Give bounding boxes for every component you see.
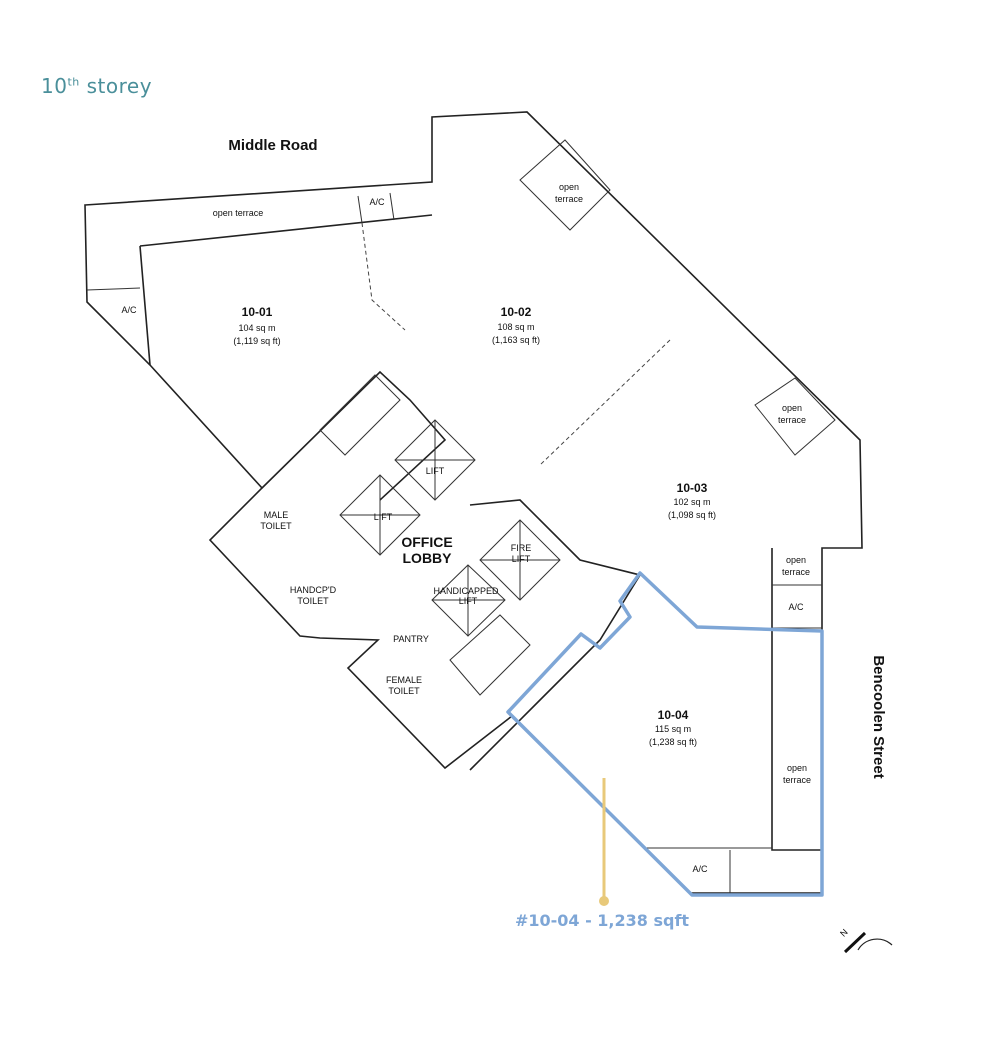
svg-text:terrace: terrace [555, 194, 583, 204]
open-terrace-ne-label: open terrace [555, 182, 583, 204]
svg-text:N: N [838, 927, 850, 939]
svg-text:10-01: 10-01 [242, 305, 273, 319]
svg-text:LOBBY: LOBBY [403, 550, 453, 566]
unit-10-02[interactable]: 10-02 108 sq m (1,163 sq ft) [492, 305, 540, 345]
north-arrow-icon: N [838, 927, 893, 954]
svg-text:TOILET: TOILET [388, 686, 420, 696]
pantry-label: PANTRY [393, 634, 429, 644]
terrace-e [754, 377, 836, 456]
svg-text:terrace: terrace [778, 415, 806, 425]
handicapped-lift [431, 564, 506, 637]
road-middle: Middle Road [228, 137, 317, 154]
svg-text:terrace: terrace [782, 567, 810, 577]
floor-title: 10th storey [41, 74, 153, 98]
terrace-ne [519, 139, 611, 231]
svg-text:10-02: 10-02 [501, 305, 532, 319]
open-terrace-bencoolen-label: open terrace [783, 763, 811, 785]
open-terrace-se-label: open terrace [782, 555, 810, 577]
svg-text:open: open [787, 763, 807, 773]
svg-text:open: open [786, 555, 806, 565]
svg-text:HANDCP'D: HANDCP'D [290, 585, 337, 595]
building-outline [84, 111, 863, 894]
ac-label: A/C [788, 602, 804, 612]
unit-10-04-outline[interactable] [506, 571, 824, 897]
road-bencoolen: Bencoolen Street [870, 655, 887, 778]
unit-10-01[interactable]: 10-01 104 sq m (1,119 sq ft) [233, 305, 280, 346]
svg-text:TOILET: TOILET [260, 521, 292, 531]
lift-1 [394, 419, 476, 501]
lift-2 [339, 474, 421, 556]
svg-text:TOILET: TOILET [297, 596, 329, 606]
stairs-1 [319, 374, 401, 456]
core-wall [261, 370, 447, 501]
svg-text:open: open [559, 182, 579, 192]
svg-text:(1,163 sq ft): (1,163 sq ft) [492, 335, 540, 345]
svg-text:(1,119 sq ft): (1,119 sq ft) [233, 336, 280, 346]
svg-text:FEMALE: FEMALE [386, 675, 422, 685]
lift-label: LIFT [374, 512, 393, 522]
ac-label: A/C [369, 197, 385, 207]
open-terrace-north: open terrace [213, 208, 264, 218]
svg-text:(1,238 sq ft): (1,238 sq ft) [649, 737, 697, 747]
svg-text:OFFICE: OFFICE [401, 534, 452, 550]
ac-label: A/C [692, 864, 708, 874]
svg-text:102 sq m: 102 sq m [673, 497, 710, 507]
lift-label: LIFT [426, 466, 445, 476]
callout-dot [599, 896, 609, 906]
terrace-wall [139, 214, 433, 247]
svg-text:MALE: MALE [264, 510, 289, 520]
svg-text:115 sq m: 115 sq m [655, 724, 691, 734]
open-terrace-e-label: open terrace [778, 403, 806, 425]
svg-text:HANDICAPPED: HANDICAPPED [433, 586, 499, 596]
svg-text:104 sq m: 104 sq m [238, 323, 275, 333]
svg-text:FIRE: FIRE [511, 543, 532, 553]
partition-10-01-10-02 [361, 222, 406, 331]
fire-lift [479, 519, 561, 601]
ac-label: A/C [121, 305, 137, 315]
stairs-2 [449, 614, 531, 696]
unit-10-03[interactable]: 10-03 102 sq m (1,098 sq ft) [668, 481, 716, 520]
svg-text:terrace: terrace [783, 775, 811, 785]
partition-10-02-10-03 [539, 339, 671, 466]
svg-text:open: open [782, 403, 802, 413]
svg-text:LIFT: LIFT [512, 554, 531, 564]
unit-10-04[interactable]: 10-04 115 sq m (1,238 sq ft) [649, 708, 697, 747]
svg-text:(1,098 sq ft): (1,098 sq ft) [668, 510, 716, 520]
callout-label: #10-04 - 1,238 sqft [515, 911, 689, 930]
svg-text:LIFT: LIFT [459, 596, 478, 606]
svg-text:10-04: 10-04 [658, 708, 689, 722]
svg-text:10-03: 10-03 [677, 481, 708, 495]
svg-text:108 sq m: 108 sq m [497, 322, 534, 332]
